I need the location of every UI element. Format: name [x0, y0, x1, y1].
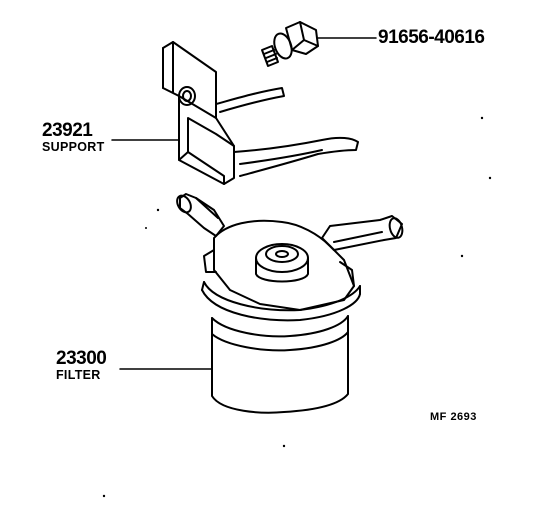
diagram-code: MF 2693: [430, 411, 477, 423]
filter-part-name: FILTER: [56, 368, 101, 382]
bolt-part-number: 91656-40616: [378, 27, 485, 48]
support-bracket-part: [162, 41, 359, 185]
print-specks: [102, 116, 492, 498]
fuel-filter-part: [176, 193, 404, 414]
support-part-name: SUPPORT: [42, 140, 105, 154]
support-part-number: 23921: [42, 120, 93, 141]
filter-part-number: 23300: [56, 348, 107, 369]
bolt-part: [261, 21, 319, 67]
